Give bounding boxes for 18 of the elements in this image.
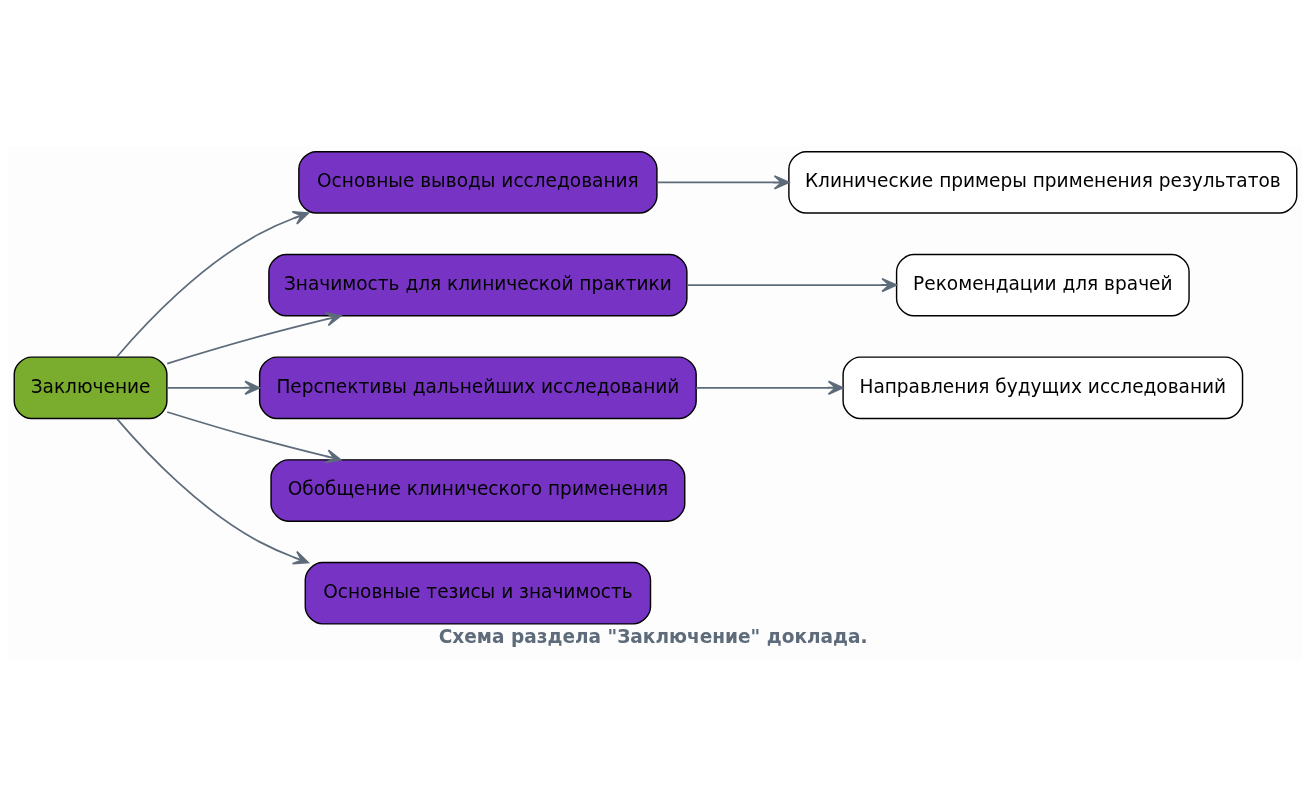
node-box: Рекомендации для врачей	[895, 253, 1190, 316]
caption: Схема раздела "Заключение" доклада.	[438, 625, 868, 647]
arrow	[695, 380, 844, 395]
arrow	[166, 311, 342, 364]
arrow	[166, 380, 261, 395]
node-box: Обобщение клинического применения	[270, 458, 686, 522]
arrow	[656, 174, 790, 190]
arrow	[116, 210, 309, 358]
node-box: Основные выводы исследования	[298, 150, 658, 214]
arrow	[166, 410, 342, 464]
node-box: Основные тезисы и значимость	[304, 561, 652, 625]
arrow	[116, 417, 309, 565]
node-box: Направления будущих исследований	[842, 355, 1244, 419]
node-box: Клинические примеры применения результатов	[788, 150, 1298, 214]
arrow	[686, 277, 898, 292]
node-box: Значимость для клинической практики	[268, 253, 688, 316]
node-box: Заключение	[13, 355, 168, 419]
node-box: Перспективы дальнейших исследований	[258, 355, 697, 419]
